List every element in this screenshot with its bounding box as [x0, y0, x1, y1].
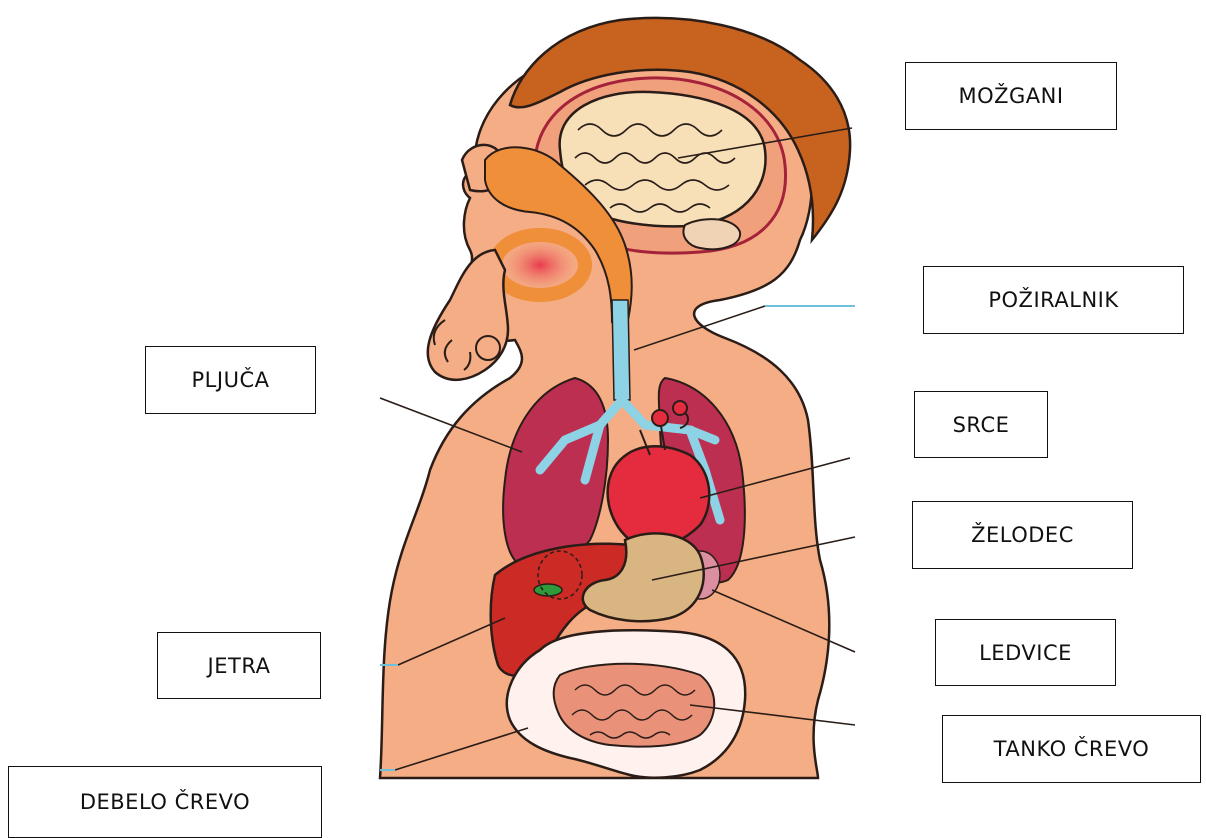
label-zelodec: ŽELODEC: [912, 501, 1133, 569]
esophagus: [612, 300, 630, 400]
cerebellum: [683, 219, 740, 249]
hand: [428, 250, 508, 380]
label-debelo-crevo: DEBELO ČREVO: [8, 766, 322, 838]
label-srce: SRCE: [914, 391, 1048, 458]
label-mozgani: MOŽGANI: [905, 62, 1117, 130]
heart: [608, 446, 710, 547]
label-ledvice: LEDVICE: [935, 619, 1116, 686]
label-tanko-crevo: TANKO ČREVO: [942, 715, 1201, 783]
mouth-cavity: [495, 235, 585, 295]
label-jetra: JETRA: [157, 632, 321, 699]
label-poziralnik: POŽIRALNIK: [923, 266, 1184, 334]
label-pljuca: PLJUČA: [145, 346, 316, 414]
